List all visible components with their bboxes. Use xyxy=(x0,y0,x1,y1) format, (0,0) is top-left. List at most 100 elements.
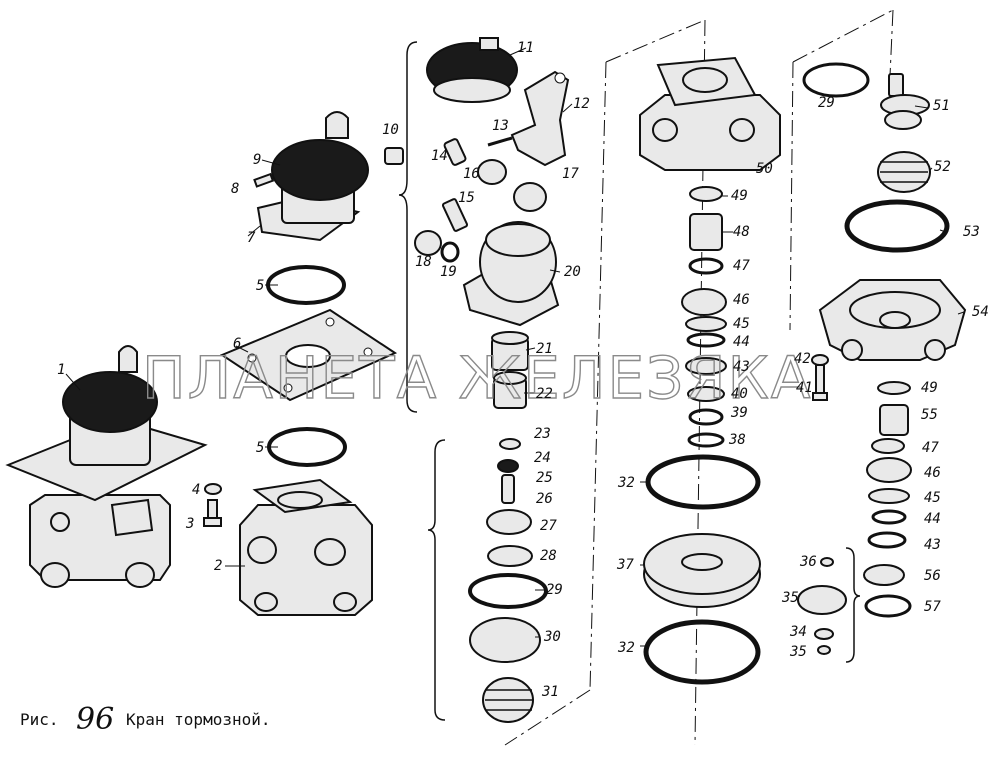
sleeve-21 xyxy=(491,331,529,371)
part-number: 56 xyxy=(924,568,941,584)
gasket-ring-lower xyxy=(267,427,347,467)
part-number: 9 xyxy=(253,152,261,168)
part-number: 38 xyxy=(728,432,746,448)
part-number: 37 xyxy=(616,557,634,573)
part-number: 43 xyxy=(924,537,941,553)
part-number: 42 xyxy=(794,351,811,367)
caption-title: Кран тормозной. xyxy=(126,710,271,729)
part-number: 35 xyxy=(789,644,807,660)
part-number: 2 xyxy=(214,558,222,574)
part-number: 51 xyxy=(933,98,950,114)
part-number: 31 xyxy=(541,684,559,700)
part-number: 27 xyxy=(540,518,557,534)
leader-lines xyxy=(65,47,965,647)
part-number: 15 xyxy=(458,190,475,206)
valve-stack-right xyxy=(863,381,912,618)
part-number: 34 xyxy=(789,624,807,640)
part-number: 1 xyxy=(57,362,65,378)
part-number: 22 xyxy=(536,386,553,402)
plug xyxy=(384,147,404,165)
lower-housing xyxy=(239,478,373,616)
housing-54 xyxy=(818,279,967,361)
part-number: 23 xyxy=(534,426,551,442)
part-number: 52 xyxy=(934,159,951,175)
part-number: 35 xyxy=(781,590,799,606)
part-number: 21 xyxy=(536,341,553,357)
pusher-51 xyxy=(880,73,930,130)
valve-stack-left xyxy=(468,438,548,723)
nut xyxy=(414,230,460,263)
part-number-labels: 1 2 3 4 5 5 6 7 8 9 10 11 12 13 14 15 16… xyxy=(57,40,989,700)
ring-29-right xyxy=(802,62,870,98)
part-number: 5 xyxy=(256,440,264,456)
cover-boot xyxy=(426,37,518,103)
part-number: 48 xyxy=(733,224,750,240)
part-number: 43 xyxy=(733,359,750,375)
part-number: 25 xyxy=(536,470,553,486)
part-number: 41 xyxy=(796,380,813,396)
roller-pin xyxy=(443,138,467,166)
brace-group-lower xyxy=(427,439,446,721)
pin-13 xyxy=(487,136,513,147)
valve-stack-middle xyxy=(681,186,727,448)
part-number: 13 xyxy=(492,118,509,134)
part-number: 46 xyxy=(733,292,750,308)
part-number: 49 xyxy=(921,380,938,396)
gasket-ring-upper xyxy=(266,265,346,305)
part-number: 45 xyxy=(924,490,941,506)
part-number: 12 xyxy=(573,96,590,112)
part-number: 40 xyxy=(731,386,748,402)
part-number: 10 xyxy=(382,122,399,138)
part-number: 5 xyxy=(256,278,264,294)
part-number: 44 xyxy=(924,511,941,527)
seal-ring-32-lower xyxy=(643,619,761,685)
pin xyxy=(253,172,275,188)
seal-ring-53 xyxy=(844,199,950,253)
watermark: ПЛАНЕТА ЖЕЛЕЗЯКА xyxy=(142,344,812,412)
part-number: 7 xyxy=(247,230,256,246)
figure-caption: Рис. 96 Кран тормозной. xyxy=(20,702,271,737)
part-number: 6 xyxy=(233,336,241,352)
part-number: 29 xyxy=(546,582,563,598)
assembled-valve xyxy=(5,345,208,588)
part-number: 18 xyxy=(415,254,432,270)
lever xyxy=(510,70,570,167)
part-number: 16 xyxy=(463,166,480,182)
sleeve-22 xyxy=(493,371,527,409)
lever-housing xyxy=(462,221,560,327)
valve-body-50 xyxy=(639,56,781,171)
bushing-17 xyxy=(513,182,547,212)
part-number: 39 xyxy=(730,405,748,421)
caption-number: 96 xyxy=(76,702,114,737)
valve-seat-35 xyxy=(797,557,847,655)
long-pin xyxy=(441,198,469,232)
part-number: 29 xyxy=(818,95,835,111)
part-number: 3 xyxy=(185,516,194,532)
part-number: 36 xyxy=(799,554,817,570)
mounting-plate xyxy=(219,308,398,402)
upper-cover xyxy=(256,111,369,242)
part-number: 32 xyxy=(617,475,635,491)
part-number: 45 xyxy=(733,316,750,332)
part-number: 24 xyxy=(534,450,551,466)
part-number: 47 xyxy=(922,440,939,456)
part-number: 54 xyxy=(972,304,989,320)
screw-41-42 xyxy=(811,354,829,401)
spring-52 xyxy=(877,151,931,193)
part-number: 14 xyxy=(431,148,448,164)
bolt xyxy=(203,483,222,527)
part-number: 32 xyxy=(617,640,635,656)
part-number: 11 xyxy=(517,40,534,56)
roller-16 xyxy=(477,159,507,185)
brace-group-right xyxy=(845,547,861,663)
seal-ring-32-upper xyxy=(645,454,761,510)
part-number: 20 xyxy=(564,264,581,280)
part-number: 19 xyxy=(440,264,457,280)
part-number: 28 xyxy=(540,548,557,564)
caption-prefix: Рис. xyxy=(20,710,59,729)
part-number: 30 xyxy=(543,629,561,645)
part-number: 44 xyxy=(733,334,750,350)
part-number: 8 xyxy=(231,181,239,197)
part-number: 17 xyxy=(562,166,579,182)
